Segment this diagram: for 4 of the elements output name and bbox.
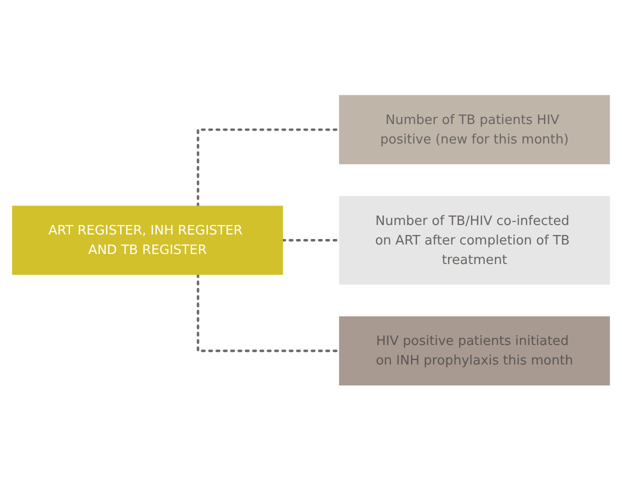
node-box: ART REGISTER, INH REGISTER AND TB REGISTER <box>12 205 283 275</box>
node-box: HIV positive patients initiated on INH prophylaxis this month <box>339 316 610 386</box>
node-box: Number of TB patients HIV positive (new for this month) <box>339 94 610 164</box>
node-box: Number of TB/HIV co-infected on ART after completion of TB treatment <box>339 196 610 284</box>
